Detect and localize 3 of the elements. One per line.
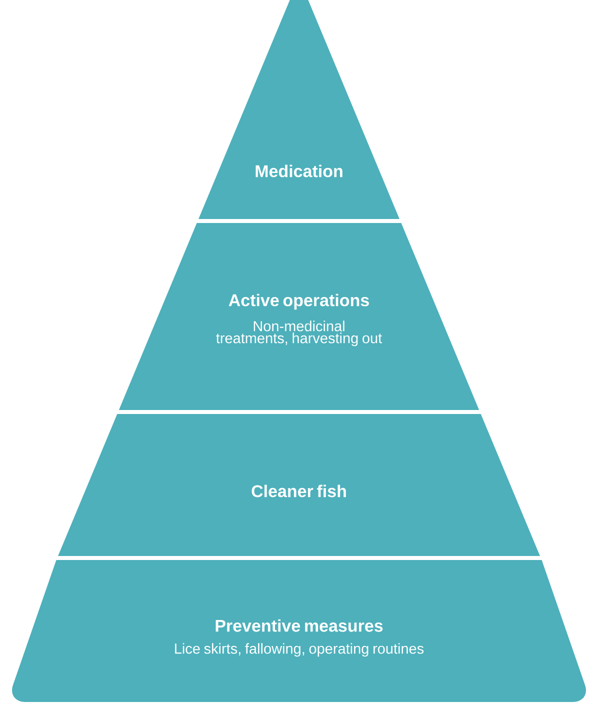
- pyramid-level: Preventive measures Lice skirts, fallowing, operating routines: [12, 560, 586, 702]
- pyramid-level: Active operations Non-medicinal treatments, harvesting out: [118, 223, 480, 410]
- pyramid-level: Cleaner fish: [58, 414, 540, 556]
